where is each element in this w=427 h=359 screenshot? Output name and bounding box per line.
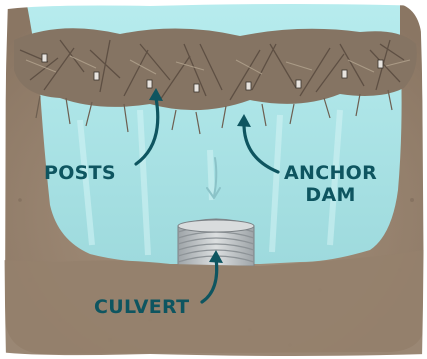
culvert-label-text: CULVERT xyxy=(94,296,189,318)
post-icon xyxy=(246,82,251,90)
culvert-label: CULVERT xyxy=(94,296,189,318)
post-icon xyxy=(147,80,152,88)
post-icon xyxy=(342,70,347,78)
anchor-dam-label: ANCHOR DAM xyxy=(284,162,377,206)
soil-foreground xyxy=(0,250,424,359)
post-icon xyxy=(42,54,47,62)
posts-label: POSTS xyxy=(44,162,116,184)
post-icon xyxy=(194,84,199,92)
anchor-dam-label-line-2: DAM xyxy=(284,184,377,206)
posts-label-text: POSTS xyxy=(44,162,116,184)
post-icon xyxy=(296,80,301,88)
post-icon xyxy=(94,72,99,80)
anchor-dam-label-line-1: ANCHOR xyxy=(284,162,377,184)
post-icon xyxy=(378,60,383,68)
